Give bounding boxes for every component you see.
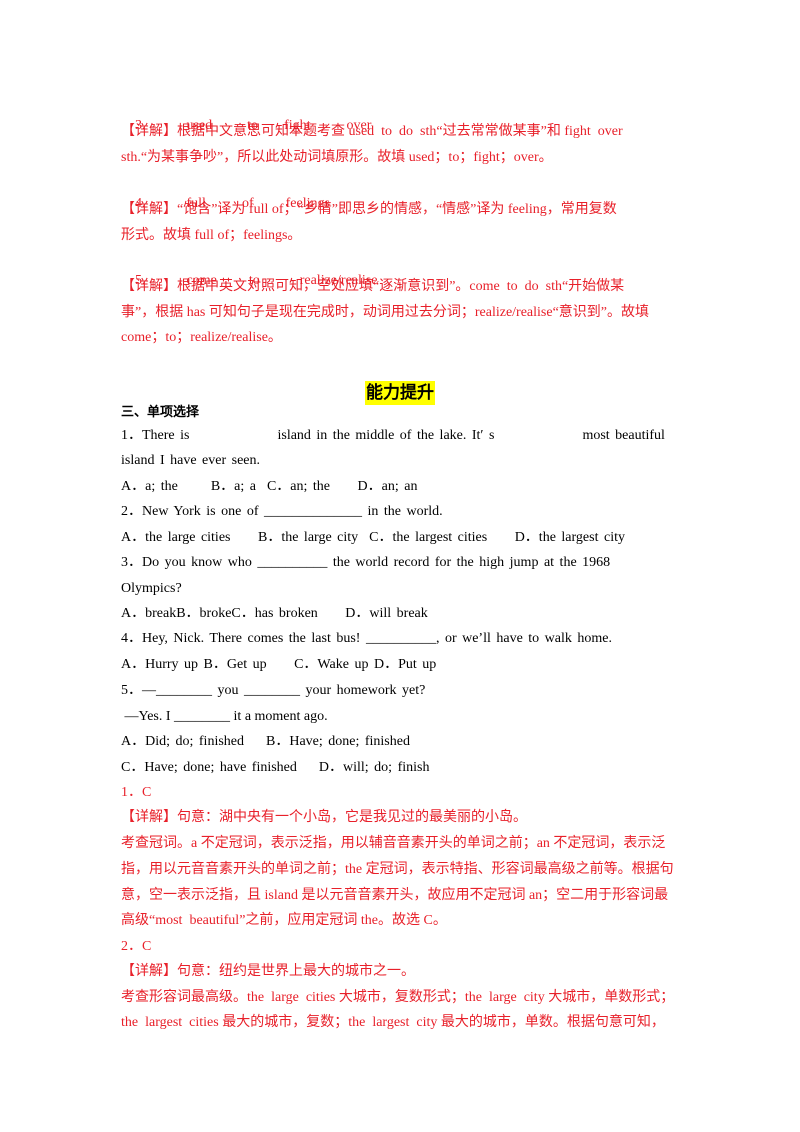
answer-5: 5. come to realize/realise: [121, 251, 377, 311]
answer-word: to: [248, 273, 260, 288]
answer-word: feelings: [285, 196, 330, 211]
answer-number: 5.: [135, 273, 146, 288]
question-4-options: A．Hurry up B．Get up C．Wake up D．Put up: [121, 657, 437, 672]
answer-word: realize/realise: [299, 273, 378, 288]
explanation-line: 考查形容词最高级。the large cities 大城市，复数形式；the l…: [121, 990, 675, 1005]
question-4: 4．Hey, Nick. There comes the last bus! _…: [121, 631, 613, 646]
question-2: 2．New York is one of ______________ in t…: [121, 504, 443, 519]
question-5-options-ab: A．Did; do; finished B．Have; done; finish…: [121, 734, 410, 749]
explanation-line: 考查冠词。a 不定冠词，表示泛指，用以辅音音素开头的单词之前；an 不定冠词，表…: [121, 836, 666, 851]
question-5: 5．—________ you ________ your homework y…: [121, 683, 426, 698]
answer-4: 4. full of feelings: [121, 174, 330, 234]
question-1-options: A．a; the B．a; a C．an; the D．an; an: [121, 479, 418, 494]
explanation-line: come；to；realize/realise。: [121, 330, 282, 345]
answer-word: of: [241, 196, 254, 211]
explanation-line: 高级“most beautiful”之前，应用定冠词 the。故选 C。: [121, 913, 447, 928]
explanation-line: 指，用以元音音素开头的单词之前；the 定冠词，表示特指、形容词最高级之前等。根…: [121, 862, 674, 877]
answer-3: 3. used to fight over: [121, 96, 371, 156]
question-2-options: A．the large cities B．the large city C．th…: [121, 530, 625, 545]
question-5-options-cd: C．Have; done; have finished D．will; do; …: [121, 760, 430, 775]
heading-container: 能力提升: [0, 381, 800, 405]
answer-word: come: [186, 273, 217, 288]
answer-word: used: [186, 118, 213, 133]
explanation-line: sth.“为某事争吵”，所以此处动词填原形。故填 used；to；fight；o…: [121, 150, 553, 165]
question-3: 3．Do you know who __________ the world r…: [121, 555, 611, 570]
question-1-cont: island I have ever seen.: [121, 453, 260, 468]
answer-word: fight: [284, 118, 311, 133]
answer-word: to: [247, 118, 259, 133]
explanation-line: 【详解】根据中文意思可知本题考查 used to do sth“过去常常做某事”…: [121, 124, 623, 139]
answer-2: 2．C: [121, 939, 152, 954]
answer-word: over: [346, 118, 372, 133]
explanation-line: 【详解】根据中英文对照可知，空处应填“逐渐意识到”。come to do sth…: [121, 279, 625, 294]
question-1: 1．There is island in the middle of the l…: [121, 428, 665, 443]
explanation-line: 【详解】“饱含”译为 full of；“乡情”即思乡的情感，“情感”译为 fee…: [121, 202, 617, 217]
explanation-line: 意，空一表示泛指，且 island 是以元音音素开头，故应用不定冠词 an；空二…: [121, 888, 669, 903]
explanation-line: 形式。故填 full of；feelings。: [121, 228, 302, 243]
answer-number: 4.: [135, 196, 146, 211]
explanation-line: 【详解】句意：纽约是世界上最大的城市之一。: [121, 964, 415, 979]
question-5-cont: —Yes. I ________ it a moment ago.: [121, 709, 328, 724]
explanation-line: 事”，根据 has 可知句子是现在完成时，动词用过去分词；realize/rea…: [121, 305, 650, 320]
explanation-line: the largest cities 最大的城市，复数；the largest …: [121, 1015, 665, 1030]
section-title: 三、单项选择: [121, 405, 200, 420]
question-3-cont: Olympics?: [121, 581, 182, 596]
answer-number: 3.: [135, 118, 146, 133]
answer-1: 1．C: [121, 785, 152, 800]
section-heading: 能力提升: [365, 381, 435, 405]
answer-word: full: [186, 196, 206, 211]
question-3-options: A．breakB．brokeC．has broken D．will break: [121, 606, 428, 621]
explanation-line: 【详解】句意：湖中央有一个小岛，它是我见过的最美丽的小岛。: [121, 810, 527, 825]
